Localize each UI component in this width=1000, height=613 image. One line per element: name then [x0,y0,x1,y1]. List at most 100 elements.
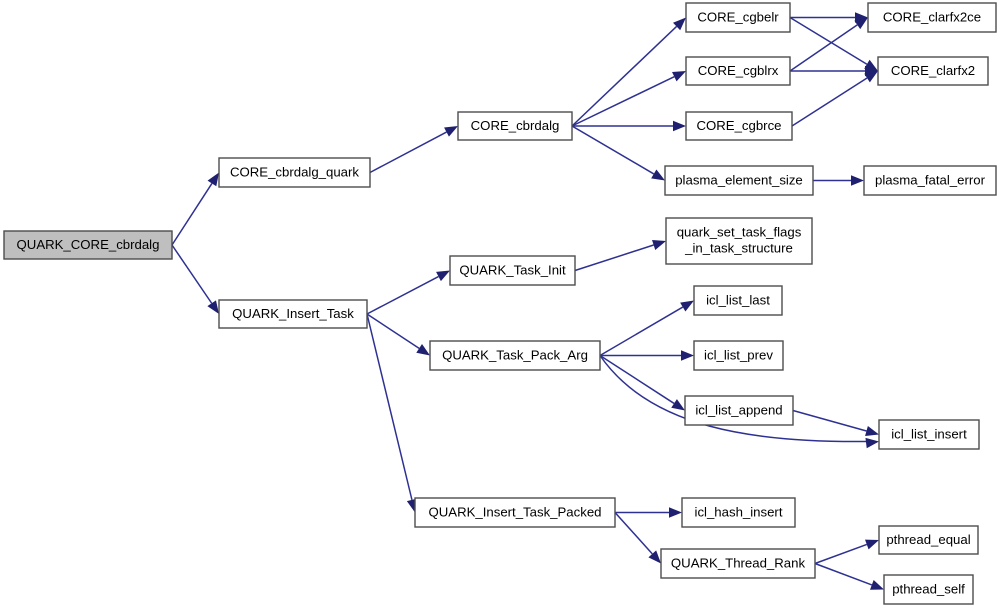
node-label: icl_hash_insert [695,504,783,519]
node-quark_insert_task[interactable]: QUARK_Insert_Task [218,299,368,329]
edge-core_cbrdalg-to-plasma_element_size [571,125,665,181]
node-label: QUARK_Thread_Rank [671,555,806,570]
node-icl_list_prev[interactable]: icl_list_prev [693,340,784,371]
edge-line [814,562,873,586]
edge-icl_list_append-to-icl_list_insert [792,409,879,437]
edge-line [789,16,868,65]
edge-core_cbrdalg_quark-to-core_cbrdalg [369,126,458,174]
edge-arrowhead [652,240,666,250]
node-box[interactable] [681,497,796,528]
edge-line [369,131,447,174]
node-plasma_element_size[interactable]: plasma_element_size [664,165,814,196]
node-pthread_equal[interactable]: pthread_equal [878,525,979,555]
node-quark_task_pack_arg[interactable]: QUARK_Task_Pack_Arg [429,340,601,371]
edge-quark_task_pack_arg-to-icl_list_append [599,354,685,411]
edge-quark_insert_task-to-quark_insert_task_packed [366,313,417,513]
node-box[interactable] [863,165,997,196]
node-icl_list_last[interactable]: icl_list_last [693,285,783,316]
edge-arrowhead [648,550,661,564]
node-core_cbrdalg_quark[interactable]: CORE_cbrdalg_quark [218,157,371,188]
edge-arrowhead [870,580,884,590]
node-box[interactable] [457,111,573,141]
edge-line [599,355,867,443]
node-box[interactable] [664,165,814,196]
node-box[interactable] [684,395,794,426]
node-quark_thread_rank[interactable]: QUARK_Thread_Rank [660,548,816,579]
node-box[interactable] [665,217,813,265]
edge-line [366,313,413,501]
node-box[interactable] [660,548,816,579]
node-box[interactable] [685,56,791,86]
edge-quark_task_pack_arg-to-icl_list_last [599,300,694,357]
node-label: plasma_fatal_error [875,172,986,187]
node-box[interactable] [218,299,368,329]
node-icl_hash_insert[interactable]: icl_hash_insert [681,497,796,528]
node-core_cbrdalg[interactable]: CORE_cbrdalg [457,111,573,141]
edge-arrowhead [651,169,665,181]
node-box[interactable] [414,497,616,528]
node-label: QUARK_Task_Init [459,262,566,277]
node-quark_core_cbrdalg[interactable]: QUARK_CORE_cbrdalg [3,230,173,260]
edge-quark_task_pack_arg-to-icl_list_insert [599,355,879,449]
node-box[interactable] [693,285,783,316]
edge-quark_task_init-to-quark_set_task_flags [574,240,666,272]
node-label: CORE_cgbelr [697,9,779,24]
node-label: quark_set_task_flags_in_task_structure [677,225,802,256]
node-core_clarfx2[interactable]: CORE_clarfx2 [877,56,989,86]
node-core_cgblrx[interactable]: CORE_cgblrx [685,56,791,86]
edge-arrowhead [864,71,878,83]
node-pthread_self[interactable]: pthread_self [883,574,974,605]
edge-arrowhead [669,507,682,518]
node-box[interactable] [878,525,979,555]
edge-line [571,75,675,127]
node-box[interactable] [685,111,793,141]
node-box[interactable] [685,2,791,33]
edge-line [571,125,655,175]
edge-quark_thread_rank-to-pthread_self [814,562,884,590]
node-quark_set_task_flags[interactable]: quark_set_task_flags_in_task_structure [665,217,813,265]
edge-line [366,275,439,315]
node-plasma_fatal_error[interactable]: plasma_fatal_error [863,165,997,196]
edge-core_cbrdalg-to-core_cgbrce [572,120,686,132]
node-label: pthread_equal [886,532,970,547]
edge-arrowhead [671,399,685,411]
node-core_cgbelr[interactable]: CORE_cgbelr [685,2,791,33]
node-quark_task_init[interactable]: QUARK_Task_Init [449,255,576,286]
node-box[interactable] [877,56,989,86]
node-core_clarfx2ce[interactable]: CORE_clarfx2ce [867,2,997,33]
node-label: CORE_cbrdalg [471,118,560,133]
edge-arrowhead [207,172,219,187]
edge-arrowhead [854,17,868,30]
node-quark_insert_task_packed[interactable]: QUARK_Insert_Task_Packed [414,497,616,528]
node-label: icl_list_insert [891,426,967,441]
node-label: icl_list_last [706,292,770,307]
node-label: QUARK_Task_Pack_Arg [442,347,588,362]
edge-line [571,25,678,127]
node-box[interactable] [878,419,980,450]
node-box[interactable] [449,255,576,286]
node-icl_list_insert[interactable]: icl_list_insert [878,419,980,450]
edge-arrowhead [207,300,219,314]
node-icl_list_append[interactable]: icl_list_append [684,395,794,426]
edge-arrowhead [672,17,686,31]
edge-arrowhead [436,270,450,282]
node-box[interactable] [218,157,371,188]
node-label: CORE_clarfx2ce [883,9,981,24]
edge-layer [171,12,884,590]
node-box[interactable] [429,340,601,371]
edge-line [789,24,858,72]
node-box[interactable] [867,2,997,33]
node-core_cgbrce[interactable]: CORE_cgbrce [685,111,793,141]
node-box[interactable] [3,230,173,260]
node-box[interactable] [883,574,974,605]
edge-line [792,409,867,432]
edge-line [791,77,868,127]
node-box[interactable] [693,340,784,371]
edge-line [366,313,420,349]
node-label: QUARK_Insert_Task_Packed [429,504,602,519]
edge-quark_core_cbrdalg-to-quark_insert_task [171,244,219,314]
node-label: icl_list_append [695,402,782,417]
edge-line [599,306,684,357]
edge-line [614,511,653,555]
